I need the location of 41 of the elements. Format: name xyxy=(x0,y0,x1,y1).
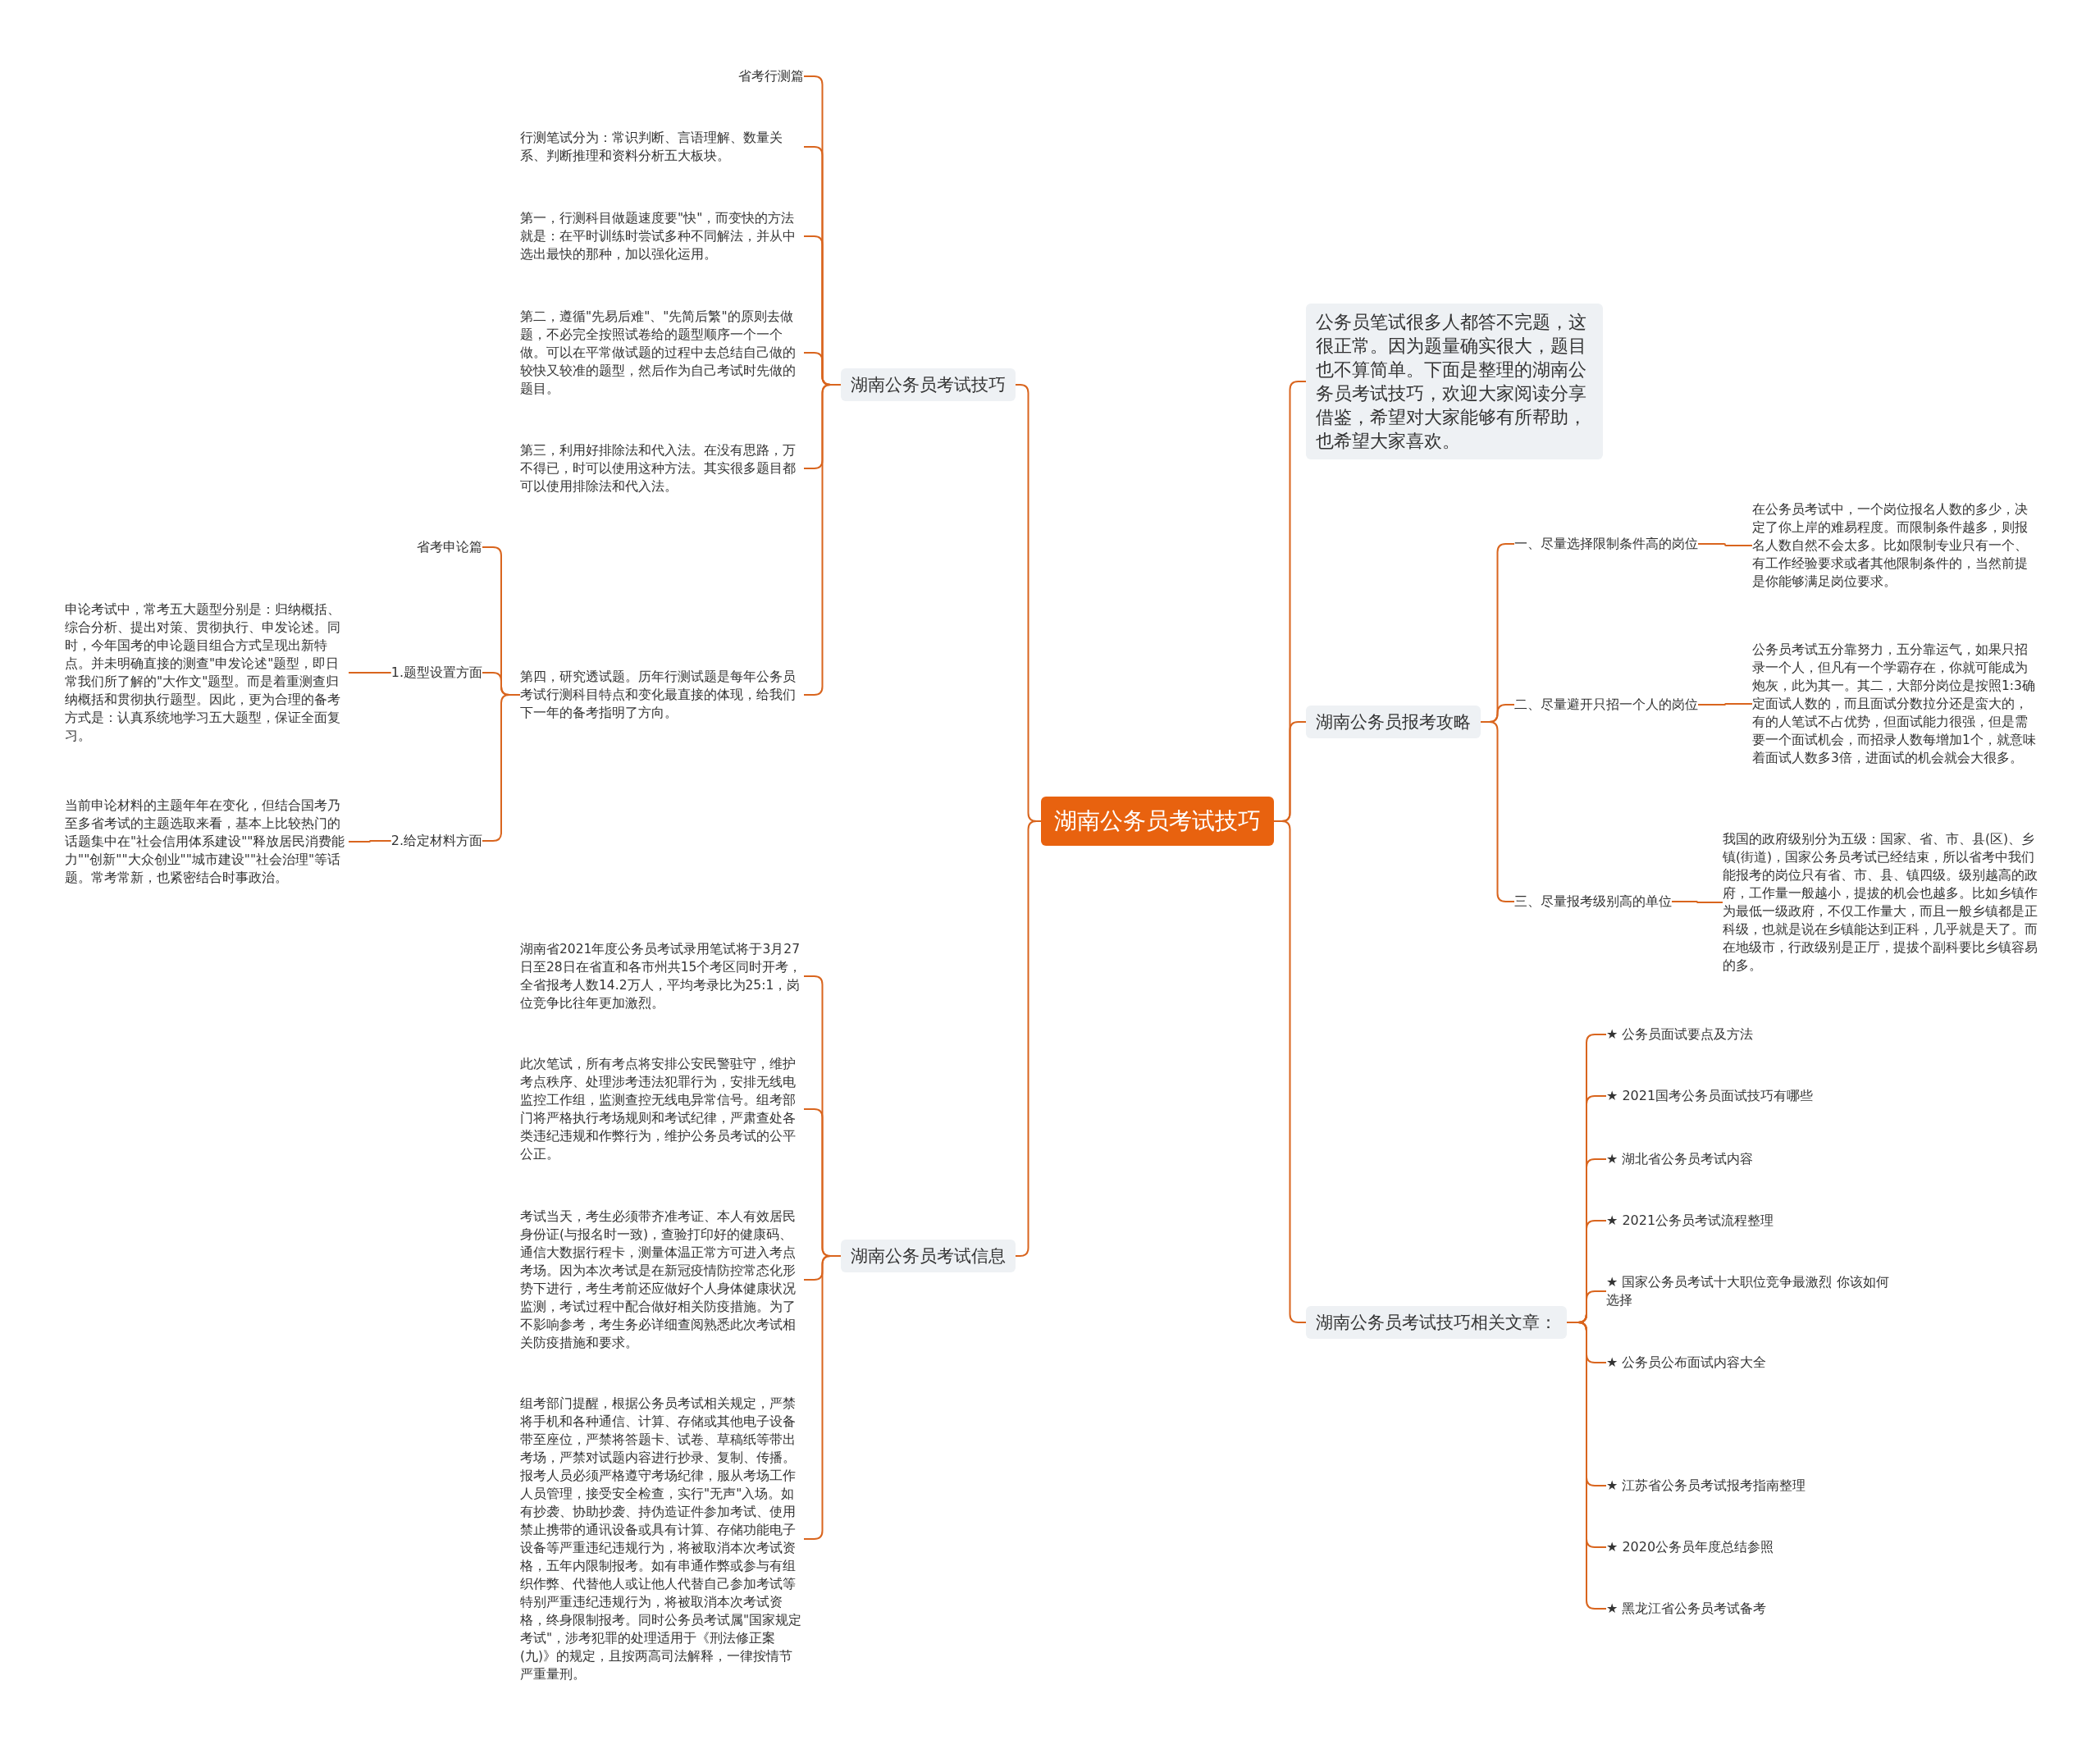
note-text: 在公务员考试中，一个岗位报名人数的多少，决定了你上岸的难易程度。而限制条件越多，则报名人数自然不会太多。比如限制专业只有一个、有工作经验要求或者其他限制条件的，当然前提是你能够满足岗位要求。 xyxy=(1752,500,2039,591)
article-link-text: ★ 公务员公布面试内容大全 xyxy=(1606,1354,1767,1372)
note-text: 第四，研究透试题。历年行测试题是每年公务员考试行测科目特点和变化最直接的体现，给我们下一年的备考指明了方向。 xyxy=(520,668,804,722)
article-link-text: ★ 国家公务员考试十大职位竞争最激烈 你该如何选择 xyxy=(1606,1273,1893,1309)
root-topic-box: 湖南公务员考试技巧 xyxy=(1041,797,1274,846)
subtopic-label: 1.题型设置方面 xyxy=(390,664,482,682)
branch-topic-box: 湖南公务员考试技巧相关文章： xyxy=(1306,1306,1567,1339)
note-text: 第一，行测科目做题速度要"快"，而变快的方法就是：在平时训练时尝试多种不同解法，并从中选出最快的那种，加以强化运用。 xyxy=(520,209,804,263)
article-link-text: ★ 2020公务员年度总结参照 xyxy=(1606,1538,1774,1556)
connector-line xyxy=(1671,901,1723,903)
note-text: 行测笔试分为：常识判断、言语理解、数量关系、判断推理和资料分析五大板块。 xyxy=(520,129,804,165)
article-link-text: ★ 公务员面试要点及方法 xyxy=(1606,1025,1754,1043)
note-text: 第三，利用好排除法和代入法。在没有思路，万不得已，时可以使用这种方法。其实很多题目都可以使用排除法和代入法。 xyxy=(520,441,804,495)
article-link-text: ★ 黑龙江省公务员考试备考 xyxy=(1606,1600,1767,1618)
subtopic-label: 省考申论篇 xyxy=(417,538,482,556)
subtopic-label: 2.给定材料方面 xyxy=(390,832,482,850)
note-text: 考试当天，考生必须带齐准考证、本人有效居民身份证(与报名时一致)，查验打印好的健康码、通信大数据行程卡，测量体温正常方可进入考点考场。因为本次考试是在新冠疫情防控常态化形势下进行，考生考前还应做好个人身体健康状况监测，考试过程中配合做好相关防疫措施。为了不影响参考，考生务必详细查阅熟悉此次考试相关防疫措施和要求。 xyxy=(520,1208,804,1352)
branch-topic-box: 湖南公务员考试信息 xyxy=(841,1240,1016,1272)
note-text: 组考部门提醒，根据公务员考试相关规定，严禁将手机和各种通信、计算、存储或其他电子设备带至座位，严禁将答题卡、试卷、草稿纸等带出考场，严禁对试题内容进行抄录、复制、传播。报考人员必须严格遵守考场纪律，服从考场工作人员管理，接受安全检查，实行"无声"入场。如有抄袭、协助抄袭、持伪造证件参加考试、使用禁止携带的通讯设备或具有计算、存储功能电子设备等严重违纪违规行为，将被取消本次考试资格，五年内限制报考。如有串通作弊或参与有组织作弊、代替他人或让他人代替自己参加考试等特别严重违纪违规行为，将被取消本次考试资格，终身限制报考。同时公务员考试属"国家规定考试"，涉考犯罪的处理适用于《刑法修正案(九)》的规定，且按两高司法解释，一律按情节严重量刑。 xyxy=(520,1395,804,1683)
note-text: 公务员考试五分靠努力，五分靠运气，如果只招录一个人，但凡有一个学霸存在，你就可能成为炮灰，此为其一。其二，大部分岗位是按照1:3确定面试人数的，而且面试分数拉分还是蛮大的，有的人笔试不占优势，但面试能力很强，但是需要一个面试机会，而招录人数每增加1个，就意味着面试人数多3倍，进面试的机会就会大很多。 xyxy=(1752,641,2039,767)
note-text: 申论考试中，常考五大题型分别是：归纳概括、综合分析、提出对策、贯彻执行、申发论述。同时，今年国考的申论题目组合方式呈现出新特点。并未明确直接的测查"申发论述"题型，即日常我们所了解的"大作文"题型。而是着重测查归纳概括和贯彻执行题型。因此，更为合理的备考方式是：认真系统地学习五大题型，保证全面复习。 xyxy=(65,601,349,745)
connector-line xyxy=(348,840,392,843)
note-text: 湖南省2021年度公务员考试录用笔试将于3月27日至28日在省直和各市州共15个考区同时开考，全省报考人数14.2万人，平均考录比为25:1，岗位竞争比往年更加激烈。 xyxy=(520,940,804,1012)
subtopic-label: 一、尽量选择限制条件高的岗位 xyxy=(1514,535,1698,553)
connector-line xyxy=(1697,543,1753,546)
connector-line xyxy=(348,672,392,674)
note-text: 我国的政府级别分为五级：国家、省、市、县(区)、乡镇(街道)，国家公务员考试已经结束，所以省考中我们能报考的岗位只有省、市、县、镇四级。级别越高的政府，工作量一般越小，提拔的机会也越多。比如乡镇作为最低一级政府，不仅工作量大，而且一般乡镇都是正科级，也就是说在乡镇能达到正科，几乎就是天了。而在地级市，行政级别是正厅，提拔个副科要比乡镇容易的多。 xyxy=(1723,830,2039,975)
subtopic-label: 二、尽量避开只招一个人的岗位 xyxy=(1514,696,1698,714)
subtopic-label: 三、尽量报考级别高的单位 xyxy=(1514,893,1672,911)
connector-line xyxy=(1697,703,1753,706)
subtopic-label: 省考行测篇 xyxy=(738,67,804,85)
note-text: 第二，遵循"先易后难"、"先简后繁"的原则去做题，不必完全按照试卷给的题型顺序一个一个做。可以在平常做试题的过程中去总结自己做的较快又较准的题型，然后作为自己考试时先做的题目。 xyxy=(520,308,804,398)
branch-topic-box: 湖南公务员报考攻略 xyxy=(1306,706,1481,738)
note-text: 当前申论材料的主题年年在变化，但结合国考乃至多省考试的主题选取来看，基本上比较热门的话题集中在"社会信用体系建设""释放居民消费能力""创新""大众创业""城市建设""社会治理"等话题。常考常新，也紧密结合时事政治。 xyxy=(65,797,349,887)
article-link-text: ★ 江苏省公务员考试报考指南整理 xyxy=(1606,1477,1806,1495)
article-link-text: ★ 2021公务员考试流程整理 xyxy=(1606,1212,1774,1230)
article-link-text: ★ 2021国考公务员面试技巧有哪些 xyxy=(1606,1087,1814,1105)
branch-topic-box: 湖南公务员考试技巧 xyxy=(841,368,1016,401)
intro-text-box: 公务员笔试很多人都答不完题，这很正常。因为题量确实很大，题目也不算简单。下面是整理的湖南公务员考试技巧，欢迎大家阅读分享借鉴，希望对大家能够有所帮助，也希望大家喜欢。 xyxy=(1306,304,1603,459)
article-link-text: ★ 湖北省公务员考试内容 xyxy=(1606,1150,1754,1168)
note-text: 此次笔试，所有考点将安排公安民警驻守，维护考点秩序、处理涉考违法犯罪行为，安排无线电监控工作组，监测查控无线电异常信号。组考部门将严格执行考场规则和考试纪律，严肃查处各类违纪违规和作弊行为，维护公务员考试的公平公正。 xyxy=(520,1055,804,1163)
